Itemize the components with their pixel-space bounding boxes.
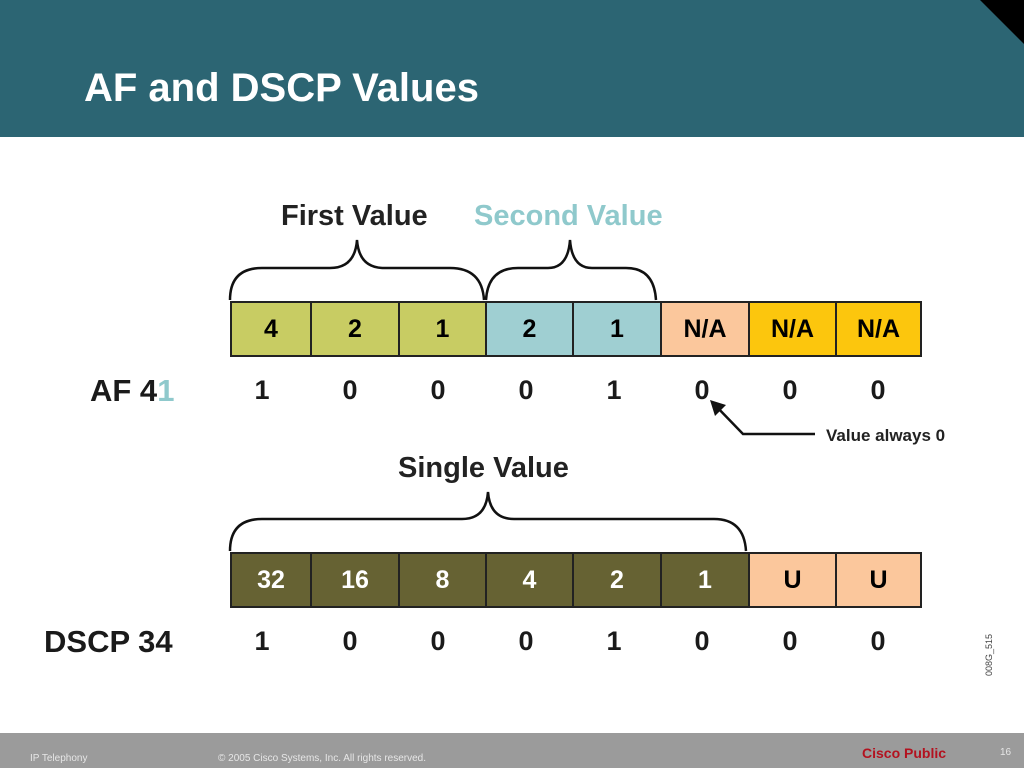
af-bit-field: 4 2 1 2 1 N/A N/A N/A [230,301,922,357]
af-bit: 1 [254,375,270,405]
dscp-cell: 4 [487,554,574,606]
dscp-row-label: DSCP 34 [44,624,173,659]
second-value-label: Second Value [474,200,663,232]
slide-title: AF and DSCP Values [84,66,479,110]
dscp-bit: 0 [430,626,446,656]
single-value-label: Single Value [398,452,569,484]
single-value-brace [228,491,748,552]
dscp-bit: 0 [518,626,534,656]
af-cell: 1 [574,303,662,355]
af-bit: 0 [518,375,534,405]
dscp-bit: 0 [342,626,358,656]
header-corner-decoration [980,0,1024,44]
af-label-class: AF 4 [90,373,158,408]
dscp-bit: 0 [870,626,886,656]
af-bit: 0 [342,375,358,405]
af-bit: 0 [694,375,710,405]
af-row-label: AF 41 [90,373,174,409]
dscp-bit: 0 [694,626,710,656]
af-cell: 2 [487,303,574,355]
first-value-label: First Value [281,200,428,232]
af-bit: 0 [430,375,446,405]
af-cell: N/A [750,303,837,355]
af-cell: 4 [232,303,312,355]
value-always-zero-note: Value always 0 [826,426,946,445]
dscp-bit-field: 32 16 8 4 2 1 U U [230,552,922,608]
dscp-cell: 1 [662,554,750,606]
af-cell: 2 [312,303,400,355]
first-value-brace [228,239,486,301]
af-cell: N/A [662,303,750,355]
footer-classification: Cisco Public [862,745,947,761]
second-value-brace [484,239,658,301]
annotation-arrow-line [713,403,815,436]
af-cell: N/A [837,303,920,355]
footer-course: IP Telephony [30,753,88,764]
af-bit: 0 [870,375,886,405]
footer-page-number: 16 [1000,747,1012,758]
dscp-cell: 8 [400,554,487,606]
dscp-bit: 1 [254,626,270,656]
dscp-cell: U [837,554,920,606]
figure-id: 008G_515 [984,633,995,677]
slide-header: AF and DSCP Values [0,0,1024,137]
slide-footer: IP Telephony © 2005 Cisco Systems, Inc. … [0,733,1024,768]
dscp-cell: 2 [574,554,662,606]
af-label-drop: 1 [157,373,175,408]
dscp-bit: 0 [782,626,798,656]
af-cell: 1 [400,303,487,355]
dscp-cell: 32 [232,554,312,606]
af-bit: 0 [782,375,798,405]
dscp-cell: 16 [312,554,400,606]
dscp-cell: U [750,554,837,606]
af-bit: 1 [606,375,622,405]
dscp-bit: 1 [606,626,622,656]
footer-copyright: © 2005 Cisco Systems, Inc. All rights re… [218,753,427,764]
